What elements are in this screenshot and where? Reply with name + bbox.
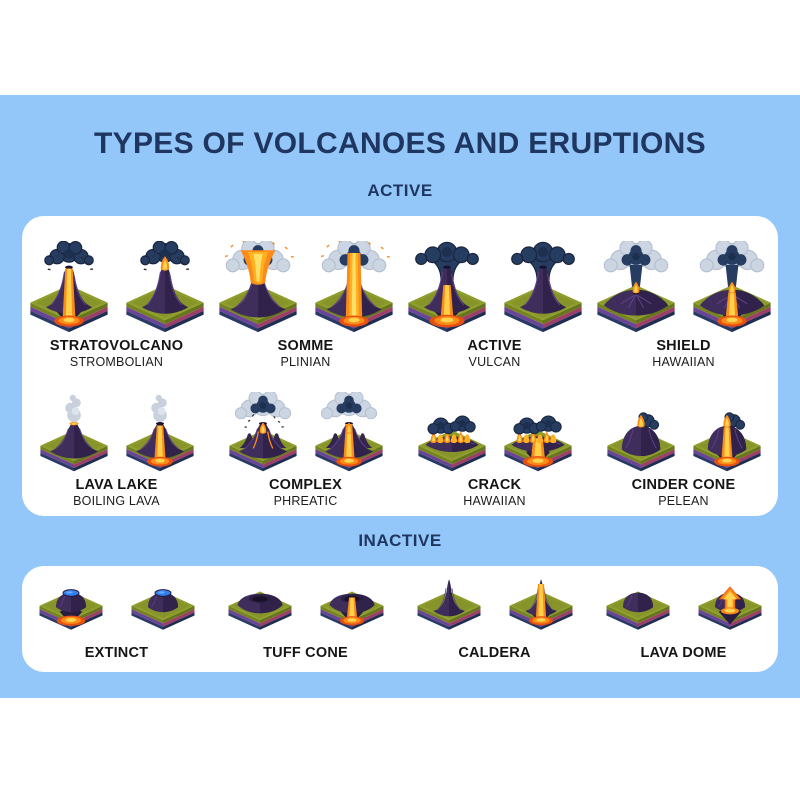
volcano-illustration-pair <box>411 578 579 632</box>
page-title: TYPES OF VOLCANOES AND ERUPTIONS <box>94 127 706 160</box>
complex-cutaway-icon <box>309 390 389 472</box>
volcano-card: TUFF CONE <box>211 566 400 672</box>
eruption-type: HAWAIIAN <box>463 494 526 508</box>
stratovolcano-icon <box>119 240 211 333</box>
cinder-cone-cutaway-icon <box>687 392 767 472</box>
cinder-cone-icon <box>601 392 681 472</box>
volcano-name: SOMME <box>277 338 334 354</box>
volcano-name: TUFF CONE <box>263 645 348 661</box>
eruption-type: HAWAIIAN <box>652 355 715 369</box>
volcano-name: CALDERA <box>458 645 531 661</box>
volcano-illustration-pair <box>33 578 201 632</box>
lava-lake-icon <box>34 392 114 472</box>
tuff-cone-cutaway-icon <box>314 578 390 632</box>
volcano-illustration-pair <box>223 390 389 472</box>
volcano-illustration-pair <box>401 241 589 333</box>
eruption-type: VULCAN <box>468 355 521 369</box>
section-label-active: ACTIVE <box>367 181 433 200</box>
volcano-illustration-pair <box>212 239 400 333</box>
volcano-illustration-pair <box>222 578 390 632</box>
shield-volcano-icon <box>590 239 682 333</box>
volcano-card: CALDERA <box>400 566 589 672</box>
volcano-name: STRATOVOLCANO <box>49 338 184 354</box>
caldera-cutaway-icon <box>503 578 579 632</box>
volcano-name: SHIELD <box>656 338 711 354</box>
crack-fissure-icon <box>412 392 492 472</box>
lava-lake-cutaway-icon <box>120 392 200 472</box>
active-volcano-icon <box>497 241 589 333</box>
volcano-name: CRACK <box>467 477 522 493</box>
eruption-type: PHREATIC <box>273 494 338 508</box>
volcano-name: EXTINCT <box>84 645 149 661</box>
somme-eruption-icon <box>212 239 304 333</box>
volcano-card: LAVA DOME <box>589 566 778 672</box>
volcano-name: LAVA LAKE <box>75 477 158 493</box>
eruption-type: STROMBOLIAN <box>69 355 164 369</box>
extinct-volcano-icon <box>125 578 201 632</box>
stratovolcano-cutaway-icon <box>23 240 115 333</box>
volcano-name: ACTIVE <box>467 338 522 354</box>
section-label-inactive: INACTIVE <box>358 531 442 550</box>
volcano-illustration-pair <box>601 392 767 472</box>
volcano-name: LAVA DOME <box>640 645 727 661</box>
complex-volcano-icon <box>223 390 303 472</box>
volcano-name: COMPLEX <box>268 477 343 493</box>
caldera-icon <box>411 578 487 632</box>
eruption-type: PELEAN <box>658 494 709 508</box>
tuff-cone-icon <box>222 578 298 632</box>
extinct-cutaway-icon <box>33 578 109 632</box>
volcano-illustration-pair <box>600 578 768 632</box>
lava-dome-icon <box>600 578 676 632</box>
lava-dome-cutaway-icon <box>692 578 768 632</box>
volcano-illustration-pair <box>23 240 211 333</box>
eruption-type: BOILING LAVA <box>73 494 160 508</box>
volcano-name: CINDER CONE <box>631 477 736 493</box>
volcano-illustration-pair <box>412 392 578 472</box>
inactive-panel: EXTINCT TUFF CONE CALDERA LAVA DOME <box>22 566 778 672</box>
shield-cutaway-icon <box>686 239 778 333</box>
crack-cutaway-icon <box>498 392 578 472</box>
somme-cutaway-icon <box>308 239 400 333</box>
active-cutaway-icon <box>401 241 493 333</box>
volcano-card: EXTINCT <box>22 566 211 672</box>
volcano-illustration-pair <box>34 392 200 472</box>
volcano-illustration-pair <box>590 239 778 333</box>
eruption-type: PLINIAN <box>280 355 331 369</box>
